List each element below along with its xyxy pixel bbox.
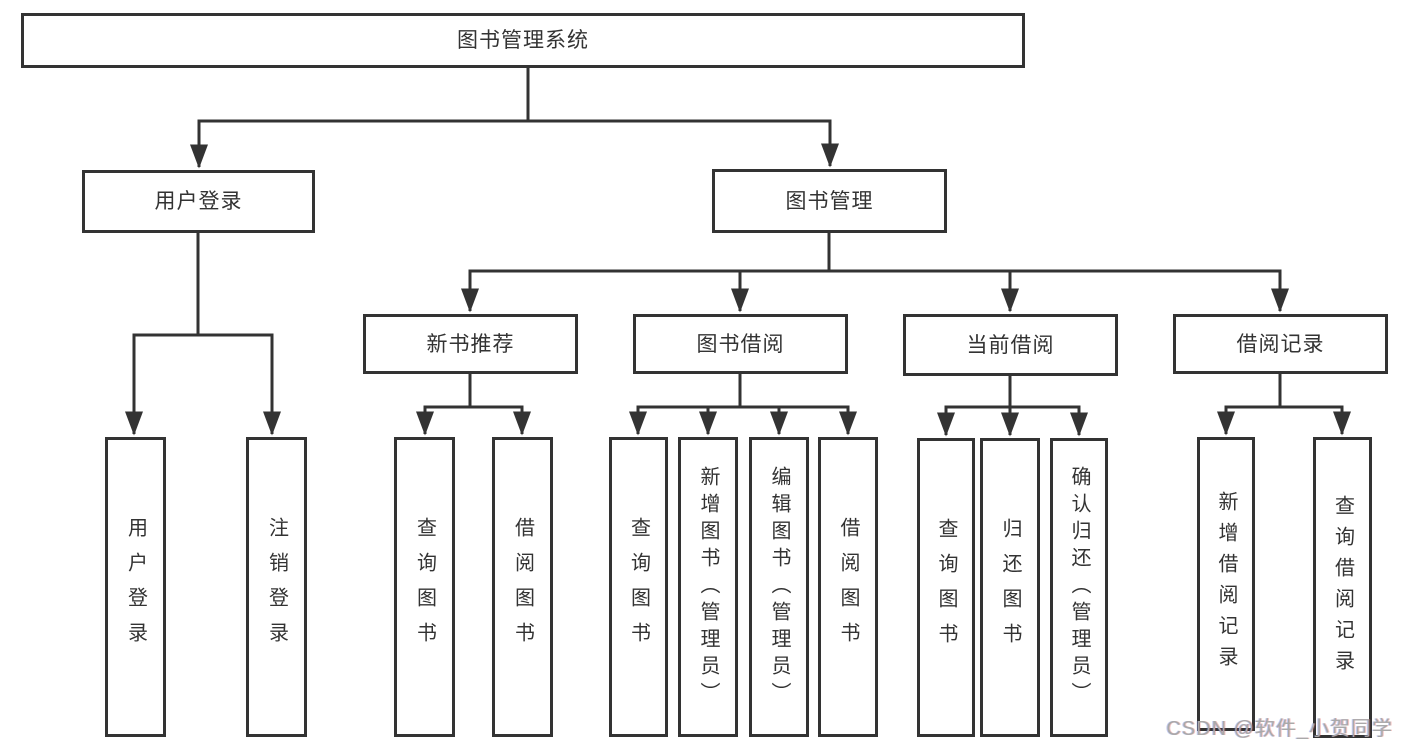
leaf-cb-query-books: 查询图书 bbox=[917, 438, 975, 737]
leaf-br-add-record-label: 新增借阅记录 bbox=[1215, 491, 1237, 677]
node-book-borrow-label: 图书借阅 bbox=[696, 332, 785, 356]
leaf-cb-return-books-label: 归还图书 bbox=[999, 517, 1021, 658]
leaf-br-query-record-label: 查询借阅记录 bbox=[1331, 494, 1354, 681]
node-library-system: 图书管理系统 bbox=[21, 13, 1025, 68]
leaf-bb-borrow-books-label: 借阅图书 bbox=[837, 517, 859, 657]
node-user-login-branch: 用户登录 bbox=[82, 170, 315, 233]
leaf-cb-confirm-return-admin: 确认归还（管理员） bbox=[1050, 438, 1108, 737]
leaf-bb-edit-books-admin-label: 编辑图书（管理员） bbox=[768, 465, 790, 709]
leaf-logout-label: 注销登录 bbox=[265, 517, 288, 657]
node-new-book-recommend: 新书推荐 bbox=[363, 314, 578, 374]
node-user-login-branch-label: 用户登录 bbox=[154, 190, 243, 213]
leaf-bb-borrow-books: 借阅图书 bbox=[818, 437, 878, 737]
csdn-watermark: CSDN @软件_小贺同学 bbox=[1166, 718, 1393, 740]
node-new-book-recommend-label: 新书推荐 bbox=[426, 332, 515, 356]
leaf-cb-confirm-return-admin-label: 确认归还（管理员） bbox=[1068, 466, 1090, 709]
leaf-rec-query-books-label: 查询图书 bbox=[413, 517, 436, 657]
leaf-rec-borrow-books: 借阅图书 bbox=[492, 437, 553, 737]
node-book-management-label: 图书管理 bbox=[785, 189, 874, 213]
leaf-bb-add-books-admin: 新增图书（管理员） bbox=[678, 437, 738, 737]
node-book-borrow: 图书借阅 bbox=[633, 314, 848, 374]
leaf-bb-edit-books-admin: 编辑图书（管理员） bbox=[749, 437, 809, 737]
leaf-logout: 注销登录 bbox=[246, 437, 307, 737]
node-current-borrow-label: 当前借阅 bbox=[966, 333, 1055, 357]
leaf-cb-return-books: 归还图书 bbox=[980, 438, 1040, 737]
leaf-br-query-record: 查询借阅记录 bbox=[1313, 437, 1372, 738]
leaf-rec-query-books: 查询图书 bbox=[394, 437, 455, 737]
leaf-cb-query-books-label: 查询图书 bbox=[935, 517, 957, 658]
leaf-bb-query-books: 查询图书 bbox=[609, 437, 668, 737]
leaf-rec-borrow-books-label: 借阅图书 bbox=[511, 517, 534, 657]
leaf-br-add-record: 新增借阅记录 bbox=[1197, 437, 1255, 731]
leaf-user-login-label: 用户登录 bbox=[124, 517, 147, 657]
node-borrow-records-label: 借阅记录 bbox=[1236, 332, 1325, 356]
leaf-bb-query-books-label: 查询图书 bbox=[627, 517, 650, 657]
node-current-borrow: 当前借阅 bbox=[903, 314, 1118, 376]
leaf-user-login: 用户登录 bbox=[105, 437, 166, 737]
node-book-management: 图书管理 bbox=[712, 169, 947, 233]
node-borrow-records: 借阅记录 bbox=[1173, 314, 1388, 374]
leaf-bb-add-books-admin-label: 新增图书（管理员） bbox=[697, 465, 719, 709]
node-library-system-label: 图书管理系统 bbox=[457, 29, 589, 52]
